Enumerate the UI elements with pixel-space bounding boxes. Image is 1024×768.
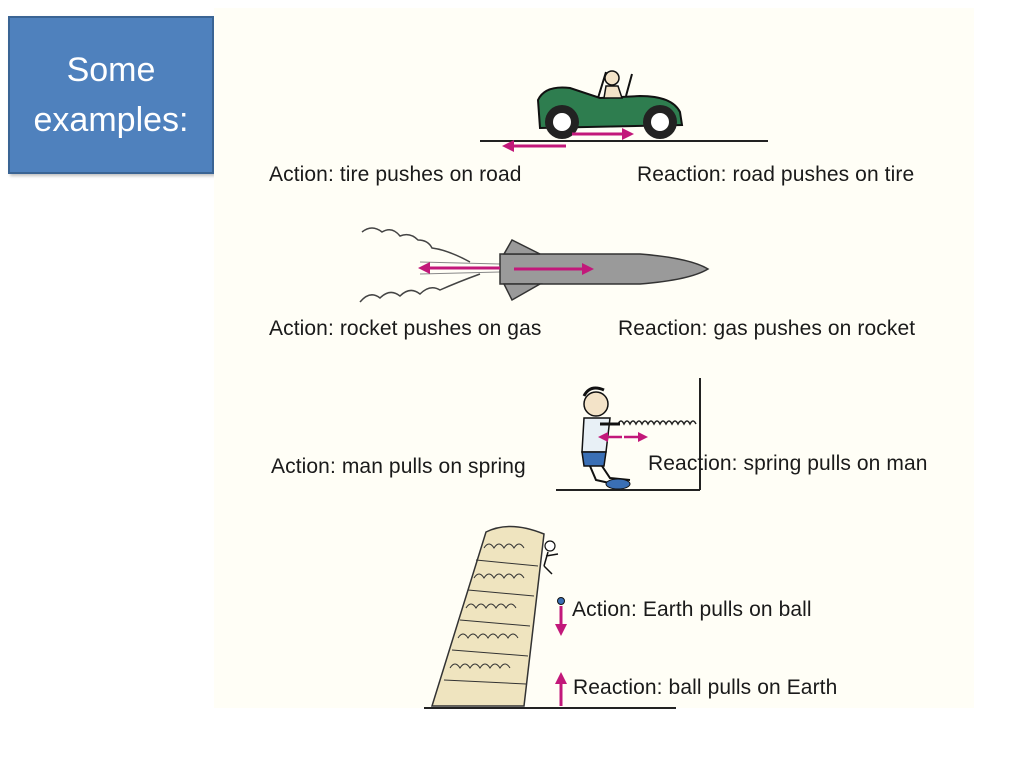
ball xyxy=(557,597,565,605)
rocket-body xyxy=(499,253,710,285)
person-head xyxy=(544,540,556,552)
action-label-2: Action: rocket pushes on gas xyxy=(269,317,542,340)
reaction-label-2: Reaction: gas pushes on rocket xyxy=(618,317,916,340)
rocket-fin-top xyxy=(502,239,541,255)
action-arrowhead-spring xyxy=(638,432,648,442)
spring-coil xyxy=(617,420,697,426)
exhaust-streak-1 xyxy=(419,261,501,265)
man-shoe xyxy=(605,478,631,490)
exhaust-top xyxy=(361,227,471,263)
tower-body xyxy=(430,525,545,707)
exhaust-bottom xyxy=(359,273,481,303)
reaction-label-4: Reaction: ball pulls on Earth xyxy=(573,676,838,699)
action-arrowhead-gas xyxy=(418,262,430,274)
exhaust-streak-2 xyxy=(419,271,501,275)
action-label-1: Action: tire pushes on road xyxy=(269,163,522,186)
man-shorts xyxy=(581,451,607,467)
rear-hub xyxy=(553,113,571,131)
man-head xyxy=(583,391,609,417)
driver-head xyxy=(604,70,620,86)
action-arrowhead-tire xyxy=(502,140,514,152)
reaction-label-3: Reaction: spring pulls on man xyxy=(648,452,928,475)
tower-arches xyxy=(449,543,525,669)
person-body xyxy=(543,551,559,575)
man-hair xyxy=(582,386,605,397)
reaction-arrowhead-rocket xyxy=(582,263,594,275)
reaction-arrowhead-ball xyxy=(555,672,567,684)
slide-title: Some examples: xyxy=(33,51,189,139)
reaction-arrowhead-man xyxy=(598,432,608,442)
driver-body xyxy=(603,85,624,99)
tower-floors xyxy=(443,559,539,685)
front-hub xyxy=(651,113,669,131)
action-arrowhead-earth xyxy=(555,624,567,636)
slide-title-box: Some examples: xyxy=(8,16,214,174)
reaction-arrowhead-road xyxy=(622,128,634,140)
reaction-label-1: Reaction: road pushes on tire xyxy=(637,163,915,186)
action-label-4: Action: Earth pulls on ball xyxy=(572,598,812,621)
rocket-fin-bottom xyxy=(502,283,543,302)
action-label-3: Action: man pulls on spring xyxy=(271,455,526,478)
